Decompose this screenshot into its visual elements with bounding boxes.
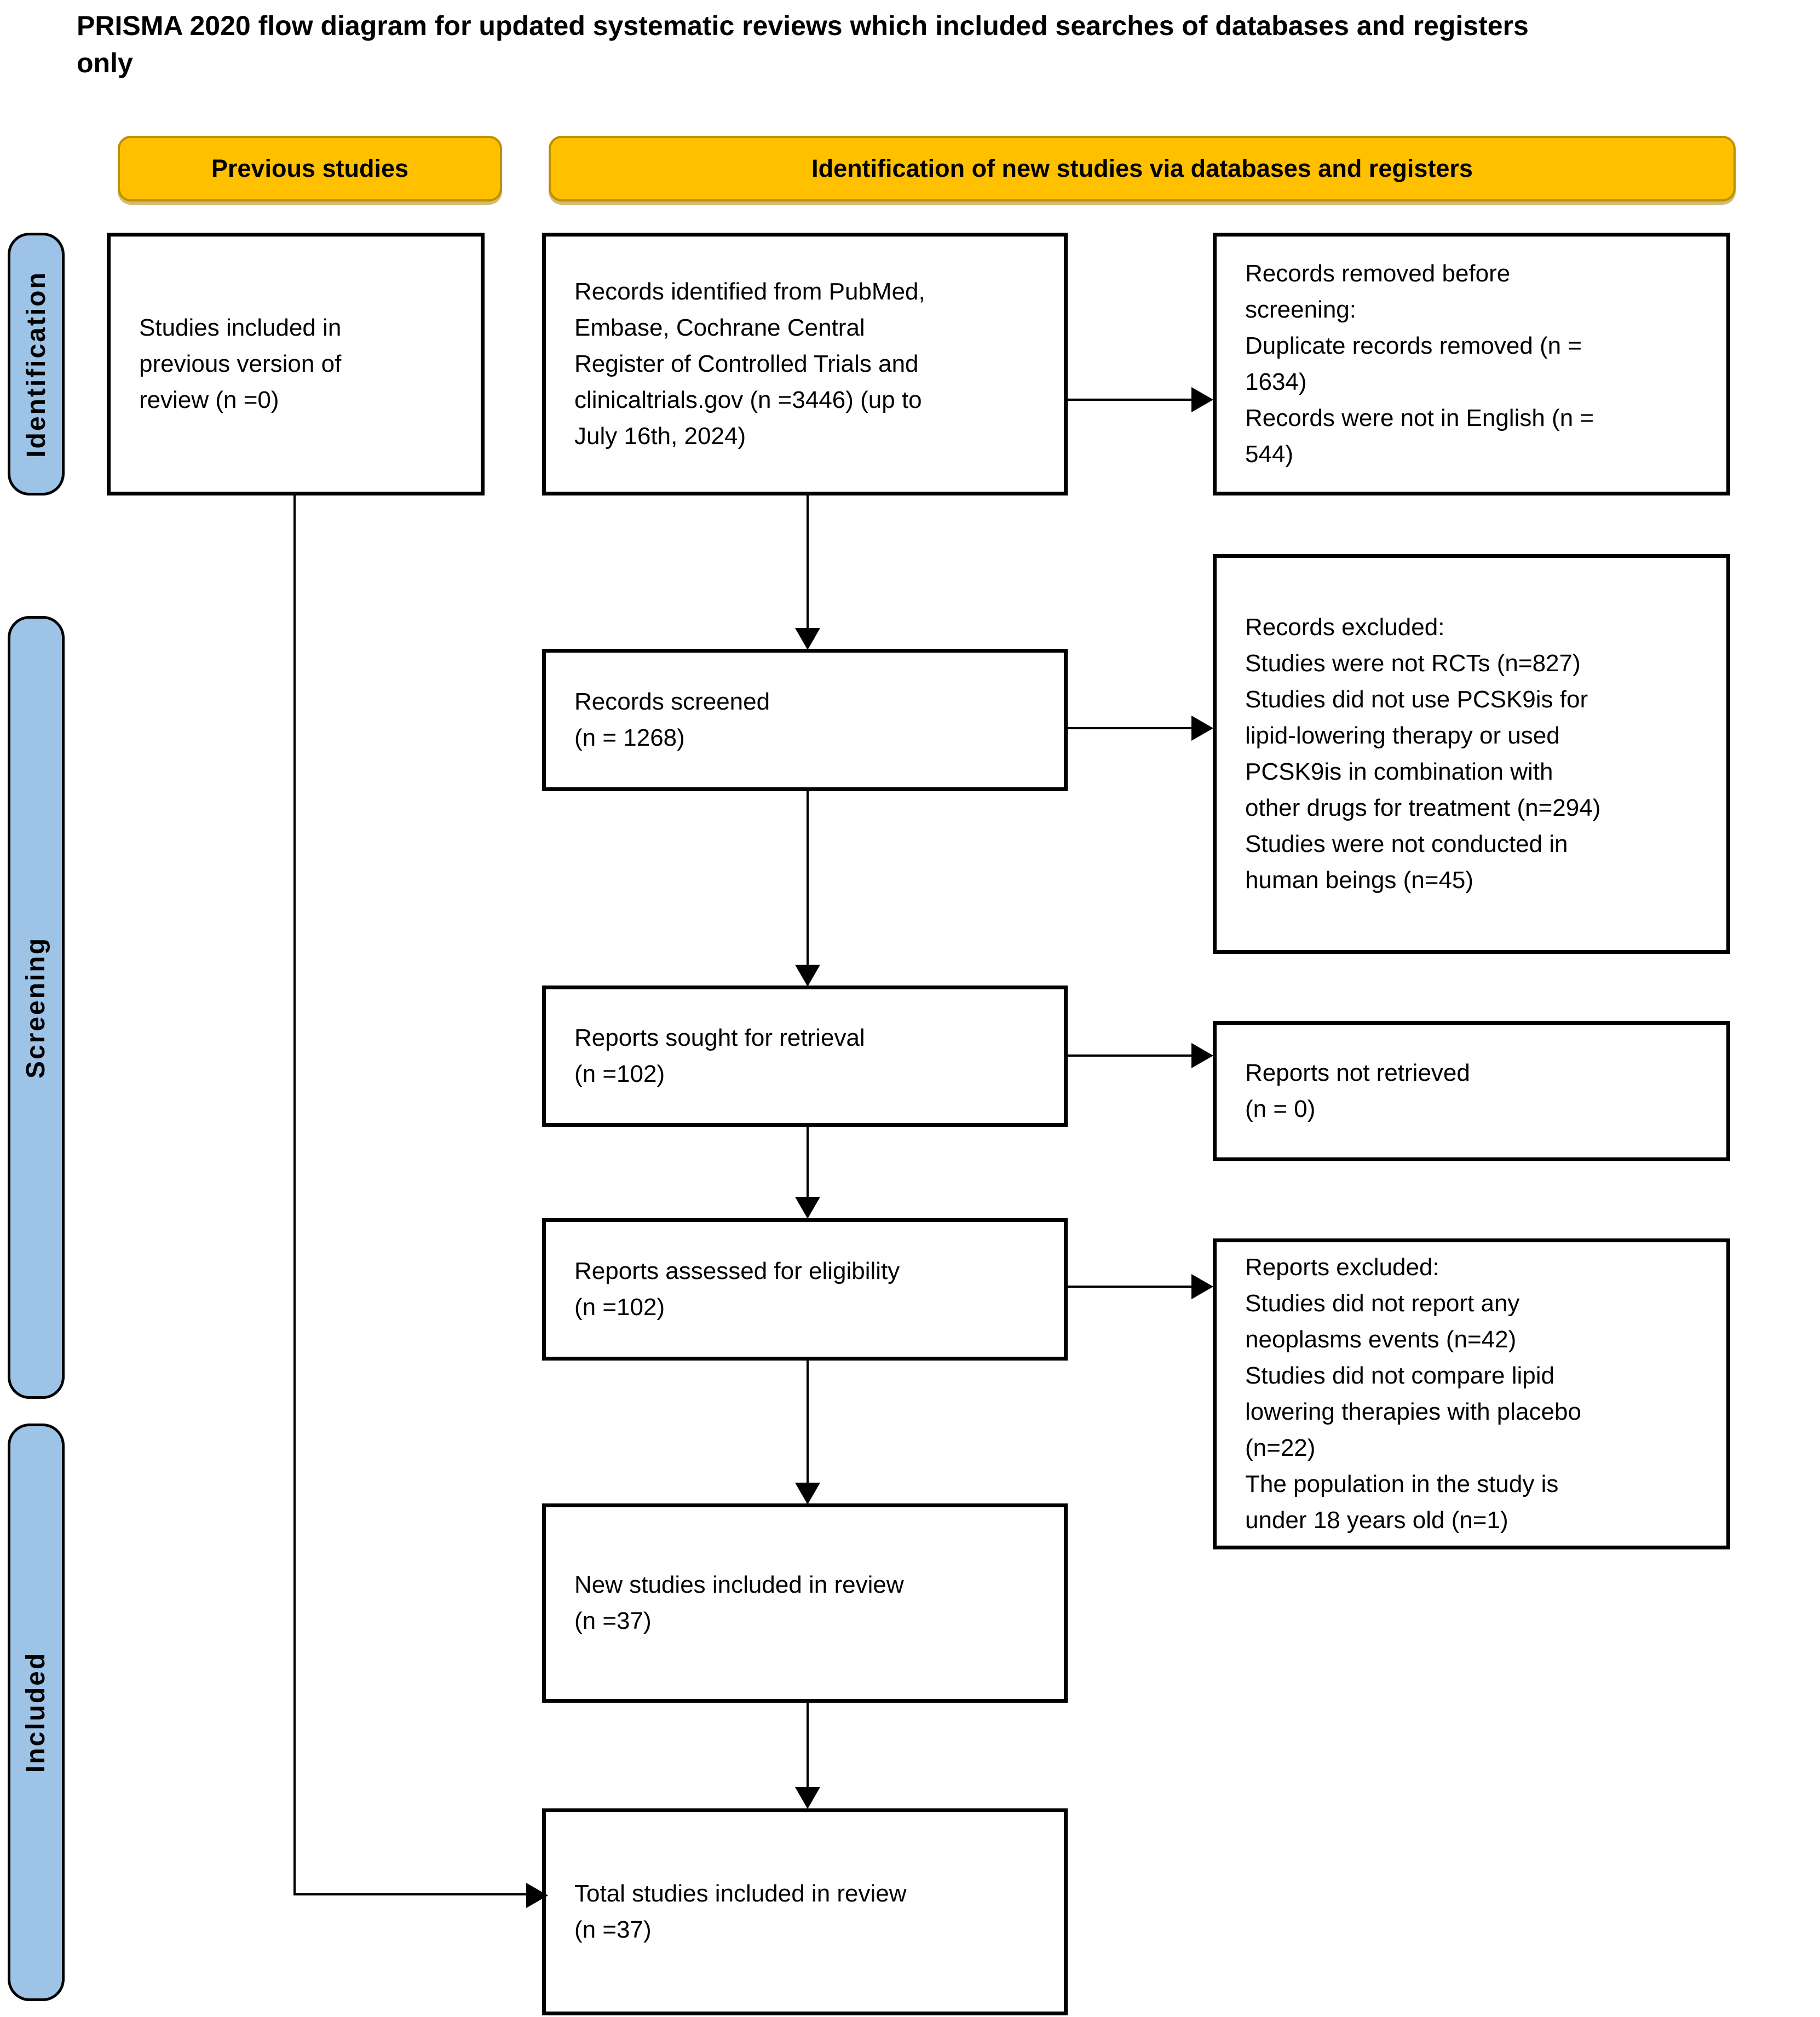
arrow-new-to-total-arrowhead: [795, 1787, 820, 1809]
box-records-identified: Records identified from PubMed, Embase, …: [542, 233, 1068, 495]
connector-previous-version-down-line: [293, 495, 296, 1895]
arrow-screened-to-sought-line: [807, 791, 809, 966]
arrow-identified-to-removed-line: [1068, 399, 1192, 401]
box-records-excluded: Records excluded: Studies were not RCTs …: [1213, 554, 1730, 954]
box-total-studies-included: Total studies included in review (n =37): [542, 1808, 1068, 2015]
box-records-screened: Records screened (n = 1268): [542, 649, 1068, 791]
sidebar-stage-identification: Identification: [8, 233, 65, 495]
arrow-identified-to-removed-arrowhead: [1191, 387, 1213, 412]
arrow-assessed-to-reports-excluded-line: [1068, 1286, 1192, 1288]
arrow-identified-to-screened-arrowhead: [795, 628, 820, 650]
sidebar-stage-screening: Screening: [8, 616, 65, 1399]
arrow-screened-to-sought-arrowhead: [795, 965, 820, 987]
arrow-assessed-to-reports-excluded-arrowhead: [1191, 1274, 1213, 1299]
sidebar-stage-screening-label: Screening: [21, 936, 51, 1079]
sidebar-stage-identification-label: Identification: [21, 270, 51, 458]
arrow-sought-to-not-retrieved-arrowhead: [1191, 1043, 1213, 1068]
box-reports-excluded: Reports excluded: Studies did not report…: [1213, 1238, 1730, 1549]
sidebar-stage-included-label: Included: [21, 1651, 51, 1773]
box-reports-assessed: Reports assessed for eligibility (n =102…: [542, 1218, 1068, 1361]
arrow-assessed-to-new-studies-arrowhead: [795, 1483, 820, 1505]
arrow-screened-to-excluded-arrowhead: [1191, 716, 1213, 741]
arrow-new-to-total-line: [807, 1703, 809, 1788]
connector-previous-version-arrowhead: [526, 1883, 548, 1908]
arrow-identified-to-screened-line: [807, 495, 809, 631]
header-previous-studies: Previous studies: [118, 136, 502, 201]
arrow-screened-to-excluded-line: [1068, 727, 1192, 729]
header-identification-new-studies: Identification of new studies via databa…: [549, 136, 1736, 201]
page-title: PRISMA 2020 flow diagram for updated sys…: [77, 10, 1529, 78]
arrow-sought-to-not-retrieved-line: [1068, 1054, 1192, 1057]
box-reports-not-retrieved: Reports not retrieved (n = 0): [1213, 1021, 1730, 1161]
box-studies-previous-version: Studies included in previous version of …: [107, 233, 485, 495]
sidebar-stage-included: Included: [8, 1424, 65, 2001]
box-records-removed: Records removed before screening: Duplic…: [1213, 233, 1730, 495]
arrow-sought-to-assessed-line: [807, 1127, 809, 1198]
connector-previous-version-horizontal-line: [293, 1893, 527, 1895]
box-new-studies-included: New studies included in review (n =37): [542, 1503, 1068, 1703]
arrow-sought-to-assessed-arrowhead: [795, 1197, 820, 1219]
box-reports-sought: Reports sought for retrieval (n =102): [542, 986, 1068, 1127]
arrow-assessed-to-new-studies-line: [807, 1361, 809, 1484]
